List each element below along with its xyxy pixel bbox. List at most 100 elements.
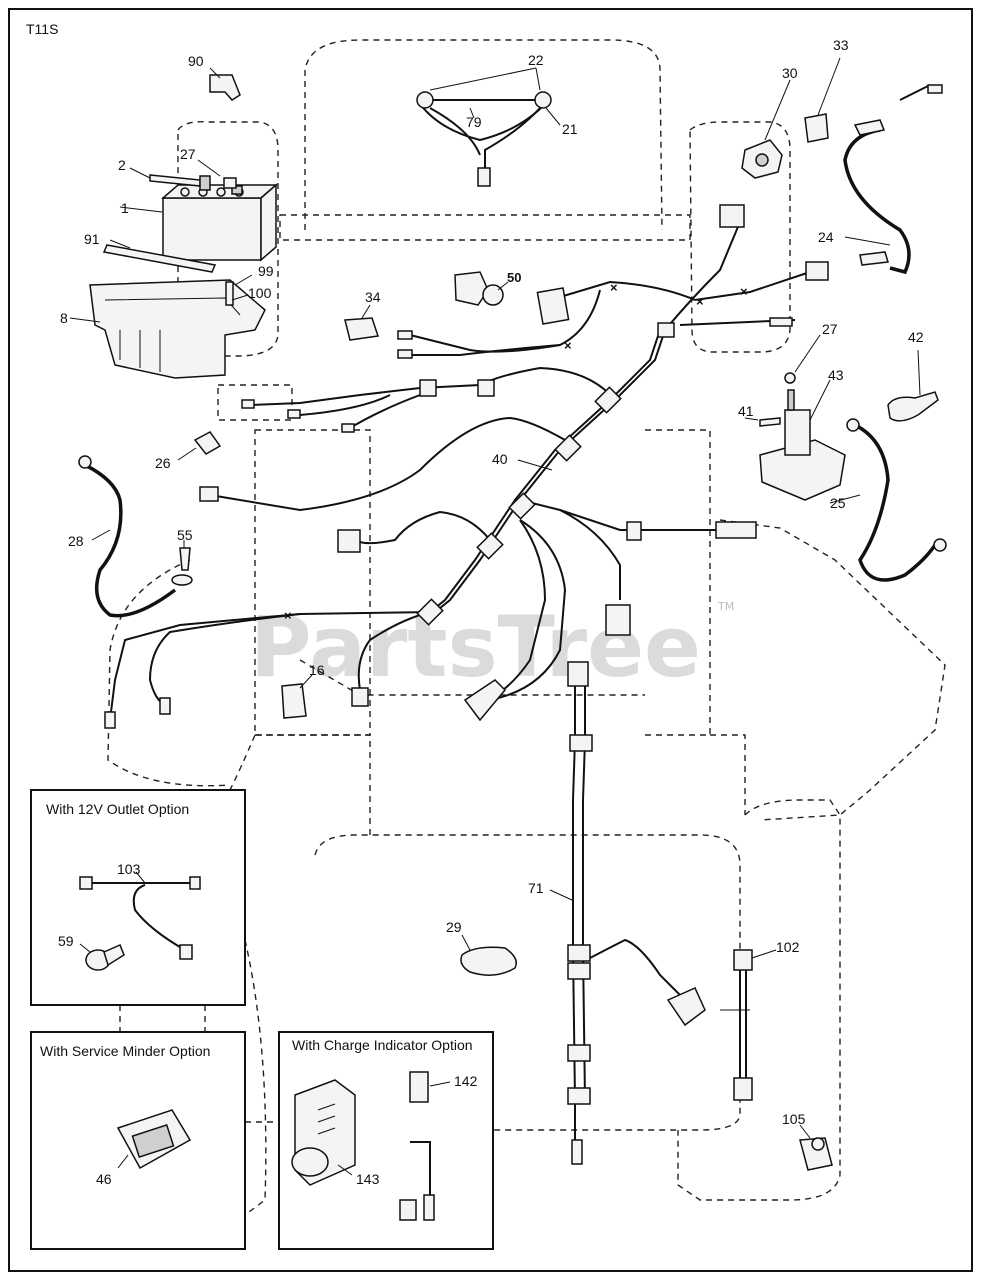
solenoid-43-icon: [759, 439, 846, 501]
headlight-harness: [416, 67, 561, 187]
svg-text:×: ×: [610, 280, 618, 295]
callout-34: 34: [365, 289, 381, 305]
callout-16: 16: [309, 662, 325, 678]
harness-connector-icon: [477, 379, 495, 397]
callout-26: 26: [155, 455, 171, 471]
cable-25-icon: [854, 423, 937, 582]
svg-text:×: ×: [564, 338, 572, 353]
watermark-trademark: TM: [717, 600, 734, 613]
main-harness: × × × × ×: [104, 204, 829, 729]
callout-24: 24: [818, 229, 834, 245]
alarm-29-icon: [460, 946, 517, 976]
relay-icon: [804, 113, 829, 143]
ground-cable-icon: [84, 463, 177, 618]
svg-text:×: ×: [740, 284, 748, 299]
callout-100: 100: [248, 285, 272, 301]
harness-connector-icon: [476, 532, 504, 560]
callout-33: 33: [833, 37, 849, 53]
light-switch-icon: [454, 271, 489, 306]
callout-21: 21: [562, 121, 578, 137]
harness-connector-icon: [536, 287, 570, 325]
wire-end-icon: [287, 409, 301, 419]
bracket-90-icon: [209, 74, 241, 101]
harness-connector-icon: [567, 661, 589, 687]
callout-46: 46: [96, 1171, 112, 1187]
wire-end-icon: [571, 1139, 583, 1165]
wire-end-icon: [341, 423, 355, 433]
wire-end-icon: [241, 399, 255, 409]
hold-down-bar-icon: [102, 244, 217, 273]
callout-29: 29: [446, 919, 462, 935]
callout-25: 25: [830, 495, 846, 511]
callout-1: 1: [121, 200, 129, 216]
callout-40: 40: [492, 451, 508, 467]
wire-end-icon: [397, 330, 413, 340]
callout-55: 55: [177, 527, 193, 543]
harness-connector-icon: [569, 734, 593, 752]
svg-text:×: ×: [696, 294, 704, 309]
option-charge-indicator-title: With Charge Indicator Option: [292, 1037, 473, 1053]
callout-8: 8: [60, 310, 68, 326]
harness-connector-icon: [594, 386, 622, 414]
harness-connector-icon: [605, 604, 631, 636]
diagram-code: T11S: [26, 21, 58, 37]
battery-icon: [162, 197, 262, 261]
relay-102-icon: [733, 949, 753, 971]
option-box-12v: With 12V Outlet Option: [30, 789, 246, 1006]
harness-connector-icon: [508, 492, 536, 520]
option-box-charge-indicator: With Charge Indicator Option: [278, 1031, 494, 1250]
callout-103: 103: [117, 861, 141, 877]
harness-connector-icon: [805, 261, 829, 281]
callout-42: 42: [908, 329, 924, 345]
headlight-bulb-icon: [416, 91, 434, 109]
harness-connector-icon: [416, 598, 444, 626]
harness-connector-icon: [351, 687, 369, 707]
callout-41: 41: [738, 403, 754, 419]
battery-tray-icon: [89, 279, 266, 379]
callout-71: 71: [528, 880, 544, 896]
connector-142-icon: [409, 1071, 429, 1103]
harness-connector-icon: [715, 521, 757, 539]
callout-143: 143: [356, 1171, 380, 1187]
harness-connector-icon: [657, 322, 675, 338]
harness-connector-icon: [567, 1044, 591, 1062]
rear-harness: [460, 661, 833, 1171]
wire-end-icon: [397, 349, 413, 359]
callout-91: 91: [84, 231, 100, 247]
harness-connector-icon: [554, 434, 582, 462]
option-box-service-minder: With Service Minder Option: [30, 1031, 246, 1250]
callout-27b: 27: [822, 321, 838, 337]
switch-34-icon: [344, 317, 379, 341]
callout-142: 142: [454, 1073, 478, 1089]
option-service-minder-title: With Service Minder Option: [40, 1043, 210, 1059]
terminal-boot-42-icon: [887, 391, 939, 422]
fuse-26-icon: [193, 431, 222, 455]
headlight-bulb-icon: [534, 91, 552, 109]
harness-connector-icon: [626, 521, 642, 541]
callout-22: 22: [528, 52, 544, 68]
screw-55-icon: [179, 547, 191, 571]
screw-41-icon: [759, 417, 781, 427]
connector-102-icon: [733, 1077, 753, 1101]
callout-99: 99: [258, 263, 274, 279]
harness-connector-icon: [567, 962, 591, 980]
battery-cable-icon: [843, 128, 911, 275]
pto-switch-connector-icon: [463, 679, 507, 722]
battery-assembly: [69, 67, 279, 379]
callout-90: 90: [188, 53, 204, 69]
connector-icon: [79, 876, 93, 890]
option-12v-title: With 12V Outlet Option: [46, 801, 189, 817]
callout-59: 59: [58, 933, 74, 949]
headlight-connector-icon: [477, 167, 491, 187]
harness-connector-icon: [199, 486, 219, 502]
harness-connector-icon: [567, 944, 591, 962]
callout-105: 105: [782, 1111, 806, 1127]
harness-connector-icon: [337, 529, 361, 553]
relay-16-icon: [281, 683, 307, 719]
wire-end-icon: [159, 697, 171, 715]
harness-connector-icon: [719, 204, 745, 228]
ignition-group: [741, 57, 943, 275]
harness-connector-icon: [419, 379, 437, 397]
callout-43: 43: [828, 367, 844, 383]
